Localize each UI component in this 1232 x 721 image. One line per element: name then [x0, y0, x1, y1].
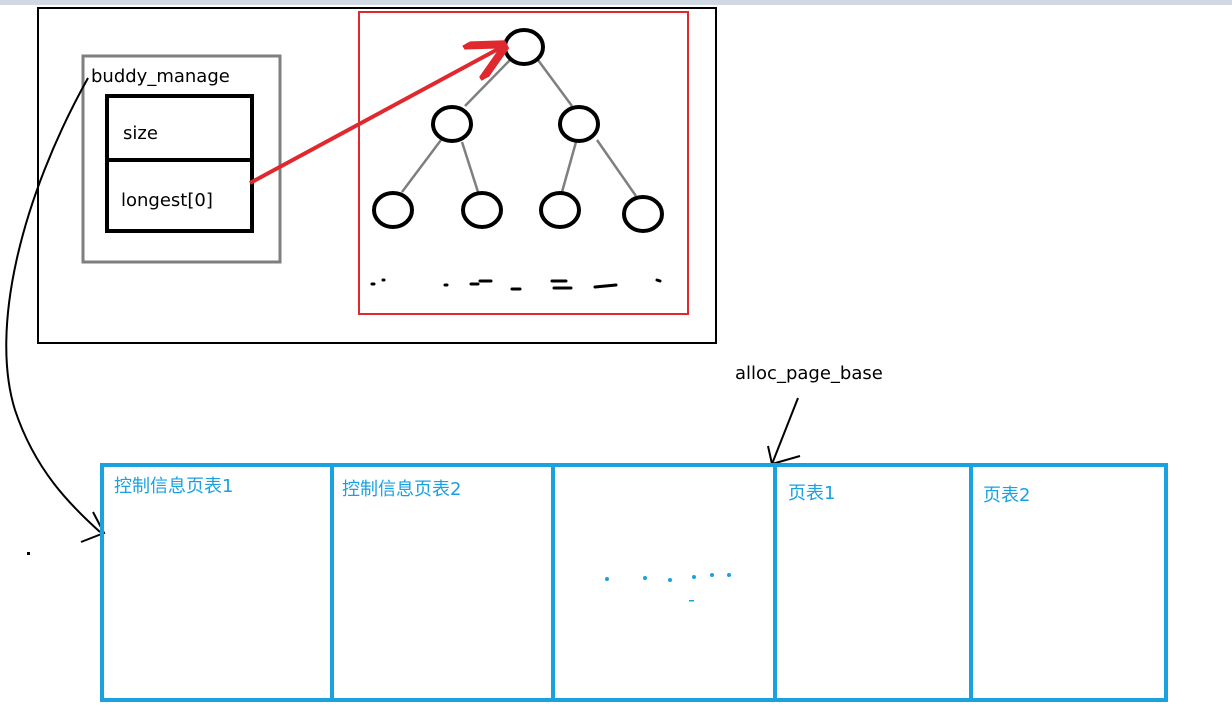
tree-node-l1-right	[558, 105, 600, 143]
tree-node-l2-1	[372, 191, 414, 229]
alloc-page-base-arrow	[771, 397, 799, 465]
longest-label: longest[0]	[121, 190, 213, 211]
stray-dot	[27, 552, 30, 555]
tree-node-root	[503, 28, 545, 66]
buddy-manage-label: buddy_manage	[91, 66, 230, 87]
page-table-row	[100, 463, 1168, 702]
page2-label: 页表2	[983, 485, 1031, 506]
page-ellipsis-dots	[605, 573, 731, 602]
longest-field	[105, 158, 254, 233]
page2-box	[969, 463, 1168, 702]
top-strip	[0, 0, 1232, 5]
ctrl-page1-label: 控制信息页表1	[114, 476, 234, 497]
longest-to-root-arrow	[249, 48, 500, 185]
tree-edges	[401, 59, 638, 197]
tree-node-l2-4	[622, 195, 664, 233]
tree-node-l2-2	[461, 191, 503, 229]
tree-nodes	[372, 28, 664, 233]
tree-node-l2-3	[539, 191, 581, 229]
tree-node-l1-left	[431, 105, 473, 143]
middle-ellipsis-box	[551, 463, 777, 702]
tree-ellipsis-marks	[370, 278, 662, 291]
tree-box	[358, 11, 689, 315]
page1-label: 页表1	[788, 483, 836, 504]
outer-frame	[37, 7, 717, 344]
alloc-page-base-label: alloc_page_base	[735, 363, 883, 384]
buddy-to-page-arrow	[5, 77, 101, 533]
buddy-manage-box	[81, 54, 282, 264]
size-label: size	[123, 123, 158, 144]
ctrl-page1-box	[100, 463, 334, 702]
ctrl-page2-label: 控制信息页表2	[342, 479, 462, 500]
ctrl-page2-box	[330, 463, 555, 702]
